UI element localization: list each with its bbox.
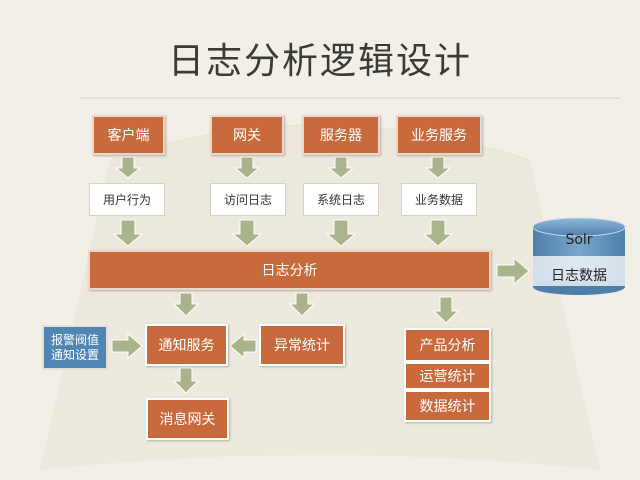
message-gateway: 消息网关 xyxy=(146,398,229,440)
log-user-behavior: 用户行为 xyxy=(89,183,165,216)
arrow-config-to-notify xyxy=(111,332,143,360)
storage-cylinder xyxy=(532,217,626,295)
arrow-to-storage xyxy=(496,256,530,286)
page-title: 日志分析逻辑设计 xyxy=(167,41,472,82)
stats-data: 数据统计 xyxy=(404,390,491,422)
stats-operations: 运营统计 xyxy=(404,362,491,390)
arrow-to-anomaly xyxy=(288,292,316,317)
arrow-to-notify xyxy=(172,292,200,317)
log-business-data: 业务数据 xyxy=(401,183,477,216)
background-fan xyxy=(40,124,600,470)
arrow-log-2-down xyxy=(325,219,357,247)
anomaly-stats: 异常统计 xyxy=(259,324,345,366)
arrow-to-stats xyxy=(432,296,460,324)
log-system: 系统日志 xyxy=(303,183,379,216)
source-business-service: 业务服务 xyxy=(396,115,482,155)
arrow-source-1-down xyxy=(233,156,261,179)
alert-config-text: 报警阀值 通知设置 xyxy=(50,332,99,362)
storage-top-label: Solr xyxy=(565,232,593,248)
log-analysis-bar: 日志分析 xyxy=(88,250,491,290)
arrow-anomaly-to-notify xyxy=(229,332,257,360)
stats-product-analysis: 产品分析 xyxy=(404,328,491,362)
arrow-source-0-down xyxy=(114,156,142,179)
arrow-source-2-down xyxy=(327,156,355,179)
log-access: 访问日志 xyxy=(210,183,286,216)
source-gateway: 网关 xyxy=(210,115,284,155)
arrow-to-message xyxy=(172,367,200,394)
arrow-log-0-down xyxy=(112,219,144,247)
notify-service: 通知服务 xyxy=(145,324,228,366)
arrow-log-3-down xyxy=(422,219,454,247)
arrow-source-3-down xyxy=(424,156,452,179)
source-client: 客户端 xyxy=(92,115,165,155)
arrow-log-1-down xyxy=(231,219,263,247)
source-server: 服务器 xyxy=(302,115,380,155)
storage-bottom-label: 日志数据 xyxy=(551,268,607,284)
alert-config-note: 报警阀值 通知设置 xyxy=(42,325,108,370)
